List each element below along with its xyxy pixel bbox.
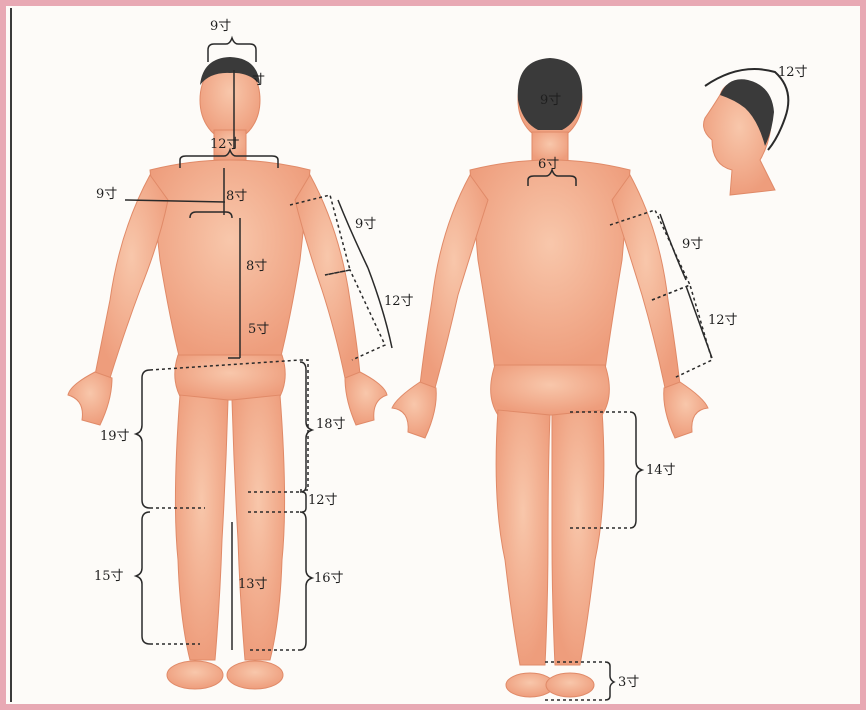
label-head-arc: 12寸 — [778, 65, 808, 80]
label-upper-abdomen: 8寸 — [246, 259, 267, 274]
label-shin-medial: 13寸 — [238, 577, 268, 592]
label-head-height: 寸 — [252, 73, 265, 88]
label-patella: 12寸 — [308, 493, 338, 508]
label-shoulder-blades: 6寸 — [538, 157, 559, 172]
label-head-width: 9寸 — [210, 19, 231, 34]
label-front-forearm: 12寸 — [384, 294, 414, 309]
label-ankle: 3寸 — [618, 675, 639, 690]
label-shin-lateral: 15寸 — [94, 569, 124, 584]
label-front-upper-arm: 9寸 — [355, 217, 376, 232]
label-head-back: 9寸 — [540, 93, 561, 108]
label-thigh-lateral: 19寸 — [100, 429, 130, 444]
label-back-thigh: 14寸 — [646, 463, 676, 478]
label-nipple-distance: 9寸 — [96, 187, 117, 202]
label-back-upper-arm: 9寸 — [682, 237, 703, 252]
label-lower-abdomen: 5寸 — [248, 322, 269, 337]
label-shoulder-width: 12寸 — [210, 137, 240, 152]
label-back-forearm: 12寸 — [708, 313, 738, 328]
label-thigh-medial: 18寸 — [316, 417, 346, 432]
side-head — [704, 69, 789, 195]
back-figure — [392, 60, 708, 697]
label-chest: 8寸 — [226, 189, 247, 204]
label-shin-outer: 16寸 — [314, 571, 344, 586]
